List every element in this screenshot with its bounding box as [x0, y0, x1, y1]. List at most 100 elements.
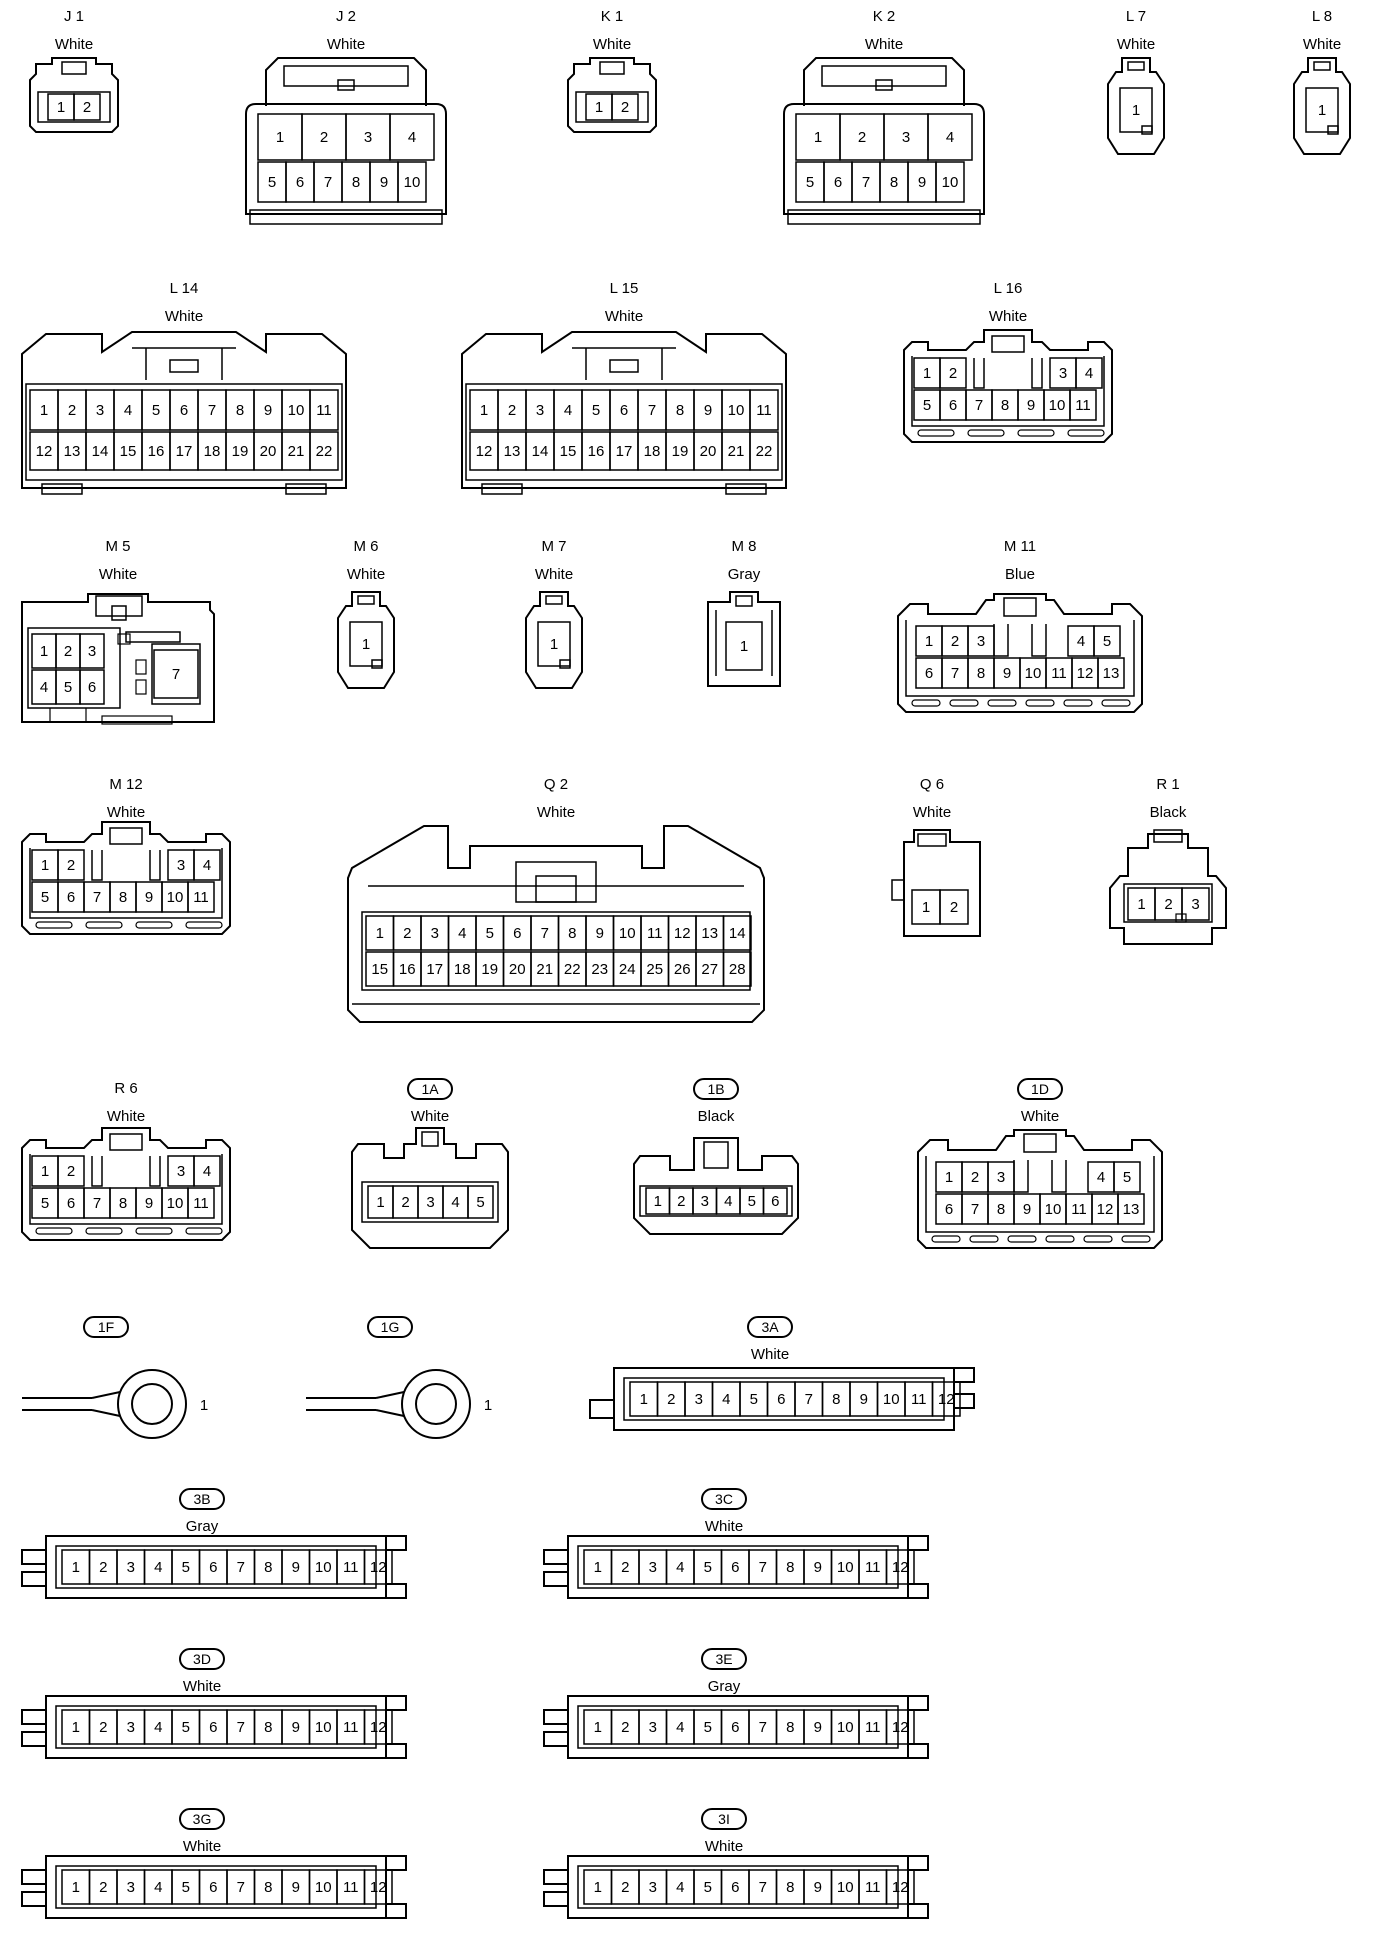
pin-cell: 6: [720, 1869, 750, 1905]
pin-cell: 6: [720, 1549, 750, 1585]
pin-cell: 28: [722, 951, 752, 987]
pin-number: 1: [814, 129, 822, 146]
pin-number: 8: [119, 1195, 127, 1212]
pin-number: 1: [923, 365, 931, 382]
pin-number: 2: [508, 402, 516, 419]
pin-number: 4: [676, 1719, 684, 1736]
pin-number: 3: [1059, 365, 1067, 382]
pin-number: 7: [975, 397, 983, 414]
pin-number: 6: [88, 679, 96, 696]
connector-housing: [21, 1695, 407, 1759]
pin-cell: 12: [885, 1869, 915, 1905]
pin-number: 7: [237, 1559, 245, 1576]
pin-number: 4: [154, 1559, 162, 1576]
pin-number: 2: [950, 899, 958, 916]
pin-number: 2: [1164, 896, 1172, 913]
pin-cell: 7: [965, 389, 993, 421]
pin-number: 4: [154, 1719, 162, 1736]
connector-code: L 16: [993, 280, 1023, 297]
pin-number: 1: [276, 129, 284, 146]
pin-number: 7: [237, 1879, 245, 1896]
pin-cell: 17: [169, 431, 199, 471]
pin-cell: 4: [711, 1381, 741, 1417]
pin-cell: 27: [695, 951, 725, 987]
pin-cell: 5: [1113, 1161, 1141, 1193]
pin-cell: 8: [341, 161, 371, 203]
pin-number: 1: [72, 1559, 80, 1576]
connector-code: Q 6: [919, 776, 945, 793]
pin-number: 9: [145, 1195, 153, 1212]
pin-number: 5: [182, 1719, 190, 1736]
pin-number: 10: [288, 402, 305, 419]
pin-number: 3: [127, 1559, 135, 1576]
pin-cell: 11: [336, 1709, 366, 1745]
pin-number: 26: [674, 961, 691, 978]
pin-number: 17: [616, 443, 633, 460]
pin-cell: 10: [612, 915, 642, 951]
pin-cell: 5: [171, 1709, 201, 1745]
pin-cell: 2: [497, 389, 527, 431]
connector-code: M 6: [353, 538, 379, 555]
pin-cell: 7: [153, 649, 199, 699]
pin-number: 6: [513, 925, 521, 942]
pin-number: 1: [41, 857, 49, 874]
pin-cell: 5: [171, 1549, 201, 1585]
pin-number: 4: [1097, 1169, 1105, 1186]
pin-cell: 2: [961, 1161, 989, 1193]
connector-color: White: [164, 308, 204, 325]
pin-number: 12: [1077, 665, 1094, 682]
connector-color: White: [1116, 36, 1156, 53]
pin-cell: 18: [637, 431, 667, 471]
pin-cell: 4: [553, 389, 583, 431]
pin-number: 20: [509, 961, 526, 978]
connector-color: Gray: [707, 1678, 741, 1695]
pin-cell: 13: [1097, 657, 1125, 689]
pin-cell: 7: [961, 1193, 989, 1225]
pin-number: 11: [343, 1719, 359, 1736]
connector-housing: [21, 1535, 407, 1599]
connector-code: 1G: [367, 1316, 413, 1338]
pin-number: 8: [890, 174, 898, 191]
pin-number: 6: [67, 1195, 75, 1212]
pin-cell: 12: [363, 1549, 393, 1585]
pin-cell: 6: [57, 1187, 85, 1219]
pin-cell: 1: [61, 1869, 91, 1905]
connector-housing: [351, 1127, 509, 1249]
pin-cell: 12: [29, 431, 59, 471]
pin-cell: 7: [226, 1709, 256, 1745]
pin-cell: 3: [967, 625, 995, 657]
pin-cell: 5: [257, 161, 287, 203]
pin-number: 4: [946, 129, 954, 146]
pin-cell: 13: [1117, 1193, 1145, 1225]
pin-number: 3: [977, 633, 985, 650]
pin-number: 1: [594, 1719, 602, 1736]
pin-number: 12: [1097, 1201, 1114, 1218]
connector-code: 3A: [747, 1316, 793, 1338]
pin-number: 14: [729, 925, 746, 942]
connector-code: L 7: [1125, 8, 1147, 25]
pin-cell: 4: [442, 1185, 469, 1219]
pin-cell: 2: [939, 357, 967, 389]
pin-cell: 1: [367, 1185, 394, 1219]
pin-cell: 5: [31, 1187, 59, 1219]
pin-number: 9: [292, 1719, 300, 1736]
pin-number: 20: [700, 443, 717, 460]
pin-cell: 2: [392, 1185, 419, 1219]
pin-cell: 11: [187, 1187, 215, 1219]
pin-cell: 8: [109, 881, 137, 913]
connector-code: L 8: [1311, 8, 1333, 25]
pin-number: 3: [701, 1193, 709, 1210]
pin-cell: 5: [467, 1185, 494, 1219]
pin-cell: 4: [193, 849, 221, 881]
pin-number: 3: [127, 1719, 135, 1736]
pin-cell: 6: [823, 161, 853, 203]
pin-number: 7: [93, 1195, 101, 1212]
pin-number: 1: [594, 1559, 602, 1576]
pin-cell: 1: [915, 625, 943, 657]
pin-number: 10: [1025, 665, 1042, 682]
pin-cell: 20: [253, 431, 283, 471]
pin-number: 2: [99, 1879, 107, 1896]
pin-cell: 4: [665, 1709, 695, 1745]
pin-number: 11: [193, 889, 209, 906]
pin-cell: 5: [141, 389, 171, 431]
